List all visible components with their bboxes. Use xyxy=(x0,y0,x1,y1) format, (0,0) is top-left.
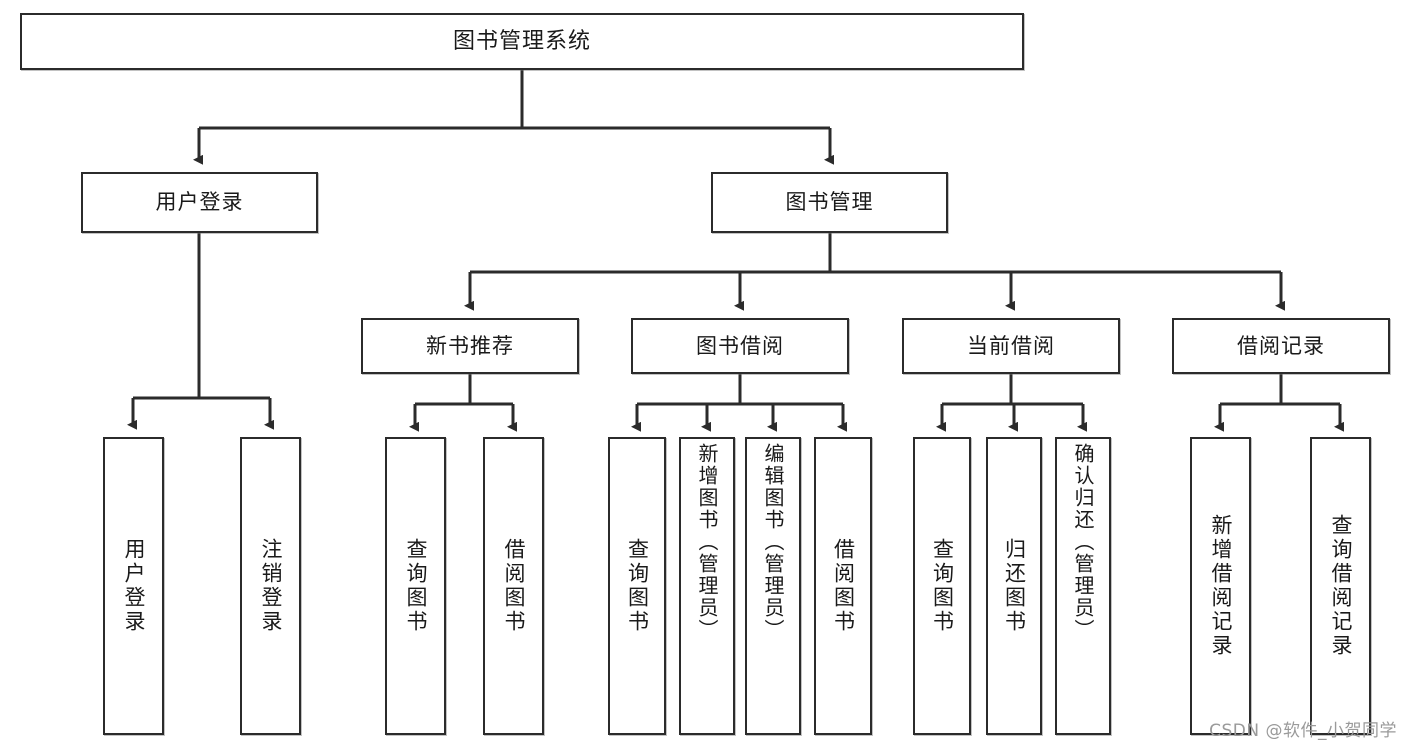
node-leaf-query-book-3-label: 查询图书 xyxy=(930,538,955,634)
node-leaf-confirm-return-label: 确认归还（管理员） xyxy=(1071,443,1095,641)
node-leaf-confirm-return[interactable]: 确认归还（管理员） xyxy=(1055,437,1111,735)
node-leaf-logout-label: 注销登录 xyxy=(259,538,283,634)
node-leaf-borrow-book-1[interactable]: 借阅图书 xyxy=(483,437,544,735)
node-leaf-borrow-book-2[interactable]: 借阅图书 xyxy=(814,437,872,735)
node-user-login-label: 用户登录 xyxy=(155,190,244,215)
node-new-book-recommend[interactable]: 新书推荐 xyxy=(361,318,579,374)
node-leaf-return-book[interactable]: 归还图书 xyxy=(986,437,1042,735)
node-leaf-logout[interactable]: 注销登录 xyxy=(240,437,301,735)
node-borrow-record[interactable]: 借阅记录 xyxy=(1172,318,1390,374)
node-leaf-borrow-book-2-label: 借阅图书 xyxy=(831,538,856,634)
node-leaf-query-book-2-label: 查询图书 xyxy=(625,538,650,634)
node-user-login[interactable]: 用户登录 xyxy=(81,172,318,233)
node-book-manage-label: 图书管理 xyxy=(785,190,874,215)
node-leaf-edit-book-label: 编辑图书（管理员） xyxy=(761,443,785,641)
node-new-book-recommend-label: 新书推荐 xyxy=(426,333,514,358)
node-leaf-return-book-label: 归还图书 xyxy=(1002,538,1027,634)
node-leaf-add-book[interactable]: 新增图书（管理员） xyxy=(679,437,735,735)
node-leaf-borrow-book-1-label: 借阅图书 xyxy=(502,538,526,634)
node-leaf-add-record-label: 新增借阅记录 xyxy=(1209,514,1233,658)
node-leaf-query-book-3[interactable]: 查询图书 xyxy=(913,437,971,735)
node-leaf-query-book-1[interactable]: 查询图书 xyxy=(385,437,446,735)
node-root-label: 图书管理系统 xyxy=(452,28,591,54)
node-book-borrow[interactable]: 图书借阅 xyxy=(631,318,849,374)
node-current-borrow-label: 当前借阅 xyxy=(967,333,1055,358)
node-book-manage[interactable]: 图书管理 xyxy=(711,172,948,233)
node-leaf-query-book-2[interactable]: 查询图书 xyxy=(608,437,666,735)
node-leaf-query-record[interactable]: 查询借阅记录 xyxy=(1310,437,1371,735)
node-leaf-user-login[interactable]: 用户登录 xyxy=(103,437,164,735)
node-book-borrow-label: 图书借阅 xyxy=(696,333,784,358)
node-root[interactable]: 图书管理系统 xyxy=(20,13,1024,70)
node-borrow-record-label: 借阅记录 xyxy=(1237,333,1325,358)
node-leaf-query-record-label: 查询借阅记录 xyxy=(1329,514,1353,658)
node-leaf-add-book-label: 新增图书（管理员） xyxy=(695,443,719,641)
node-leaf-query-book-1-label: 查询图书 xyxy=(404,538,428,634)
node-leaf-user-login-label: 用户登录 xyxy=(122,538,146,634)
node-current-borrow[interactable]: 当前借阅 xyxy=(902,318,1120,374)
node-leaf-add-record[interactable]: 新增借阅记录 xyxy=(1190,437,1251,735)
node-leaf-edit-book[interactable]: 编辑图书（管理员） xyxy=(745,437,801,735)
